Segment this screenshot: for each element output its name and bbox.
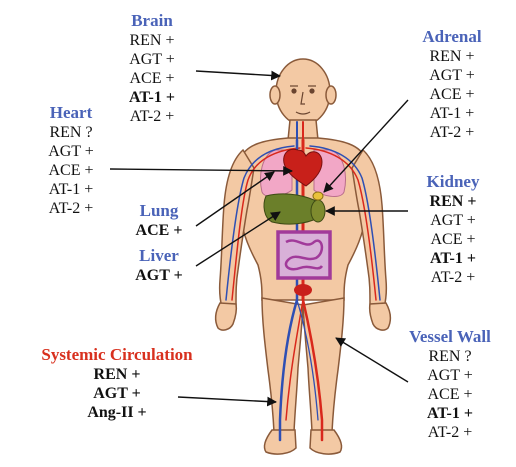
heart-line-agt: AGT + xyxy=(36,142,106,161)
heart-line-at1: AT-1 + xyxy=(36,180,106,199)
heart-line-ace: ACE + xyxy=(36,161,106,180)
brain-line-ren: REN + xyxy=(119,31,185,50)
lung-label-group: Lung ACE + xyxy=(124,201,194,240)
kidney-line-at1: AT-1 + xyxy=(413,249,493,268)
adrenal-label-group: Adrenal REN + AGT + ACE + AT-1 + AT-2 + xyxy=(408,27,496,142)
heart-line-at2: AT-2 + xyxy=(36,199,106,218)
lung-title: Lung xyxy=(124,201,194,221)
adrenal-line-ace: ACE + xyxy=(408,85,496,104)
vessel-line-ace: ACE + xyxy=(394,385,506,404)
kidney-line-at2: AT-2 + xyxy=(413,268,493,287)
kidney-title: Kidney xyxy=(413,172,493,192)
systemic-line-ren: REN + xyxy=(12,365,222,384)
bladder-organ xyxy=(294,284,312,296)
adrenal-line-ren: REN + xyxy=(408,47,496,66)
intestines xyxy=(278,232,330,278)
brain-line-at1: AT-1 + xyxy=(119,88,185,107)
vessel-line-agt: AGT + xyxy=(394,366,506,385)
heart-line-ren: REN ? xyxy=(36,123,106,142)
systemic-line-angii: Ang-II + xyxy=(12,403,222,422)
systemic-line-agt: AGT + xyxy=(12,384,222,403)
brain-label-group: Brain REN + AGT + ACE + AT-1 + AT-2 + xyxy=(119,11,185,126)
adrenal-line-at1: AT-1 + xyxy=(408,104,496,123)
vessel-line-ren: REN ? xyxy=(394,347,506,366)
brain-line-ace: ACE + xyxy=(119,69,185,88)
liver-label-group: Liver AGT + xyxy=(124,246,194,285)
kidney-line-ace: ACE + xyxy=(413,230,493,249)
vessel-title: Vessel Wall xyxy=(394,327,506,347)
vessel-line-at1: AT-1 + xyxy=(394,404,506,423)
brain-arrow xyxy=(196,71,280,76)
liver-line-agt: AGT + xyxy=(124,266,194,285)
vessel-label-group: Vessel Wall REN ? AGT + ACE + AT-1 + AT-… xyxy=(394,327,506,442)
systemic-label-group: Systemic Circulation REN + AGT + Ang-II … xyxy=(12,345,222,422)
adrenal-line-at2: AT-2 + xyxy=(408,123,496,142)
brain-line-agt: AGT + xyxy=(119,50,185,69)
liver-title: Liver xyxy=(124,246,194,266)
lung-line-ace: ACE + xyxy=(124,221,194,240)
brain-title: Brain xyxy=(119,11,185,31)
vessel-line-at2: AT-2 + xyxy=(394,423,506,442)
kidney-line-ren: REN + xyxy=(413,192,493,211)
kidney-line-agt: AGT + xyxy=(413,211,493,230)
heart-title: Heart xyxy=(36,103,106,123)
heart-label-group: Heart REN ? AGT + ACE + AT-1 + AT-2 + xyxy=(36,103,106,218)
adrenal-organ xyxy=(313,192,323,200)
adrenal-line-agt: AGT + xyxy=(408,66,496,85)
systemic-title: Systemic Circulation xyxy=(12,345,222,365)
kidney-label-group: Kidney REN + AGT + ACE + AT-1 + AT-2 + xyxy=(413,172,493,287)
brain-line-at2: AT-2 + xyxy=(119,107,185,126)
adrenal-title: Adrenal xyxy=(408,27,496,47)
kidney-organ xyxy=(311,200,325,222)
